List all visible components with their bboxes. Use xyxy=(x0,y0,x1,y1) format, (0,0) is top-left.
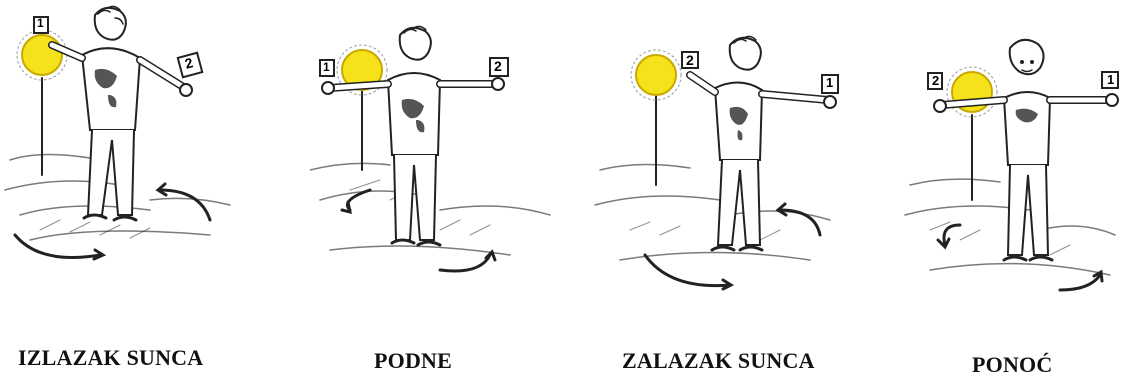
panel-midnight: PONOĆ 2 1 xyxy=(900,0,1127,300)
sunrise-illustration xyxy=(0,0,260,300)
panel-sunset: ZALAZAK SUNCA 2 1 xyxy=(590,0,850,300)
caption-noon: PODNE xyxy=(374,348,452,374)
card-label-2: 2 xyxy=(686,52,694,68)
sunset-illustration xyxy=(590,0,850,300)
caption-sunrise: IZLAZAK SUNCA xyxy=(18,345,203,371)
card-label-1: 1 xyxy=(37,16,44,30)
noon-illustration xyxy=(310,0,570,300)
card-label-2: 2 xyxy=(494,58,502,74)
caption-midnight: PONOĆ xyxy=(972,352,1052,378)
card-label-1: 1 xyxy=(1107,72,1114,87)
panel-noon: PODNE 1 2 xyxy=(310,0,570,300)
card-label-2: 2 xyxy=(932,73,939,88)
midnight-illustration xyxy=(900,0,1127,300)
card-label-1: 1 xyxy=(826,75,833,90)
card-label-1: 1 xyxy=(323,60,330,74)
caption-sunset: ZALAZAK SUNCA xyxy=(622,348,815,374)
panel-sunrise: IZLAZAK SUNCA 1 2 xyxy=(0,0,260,300)
